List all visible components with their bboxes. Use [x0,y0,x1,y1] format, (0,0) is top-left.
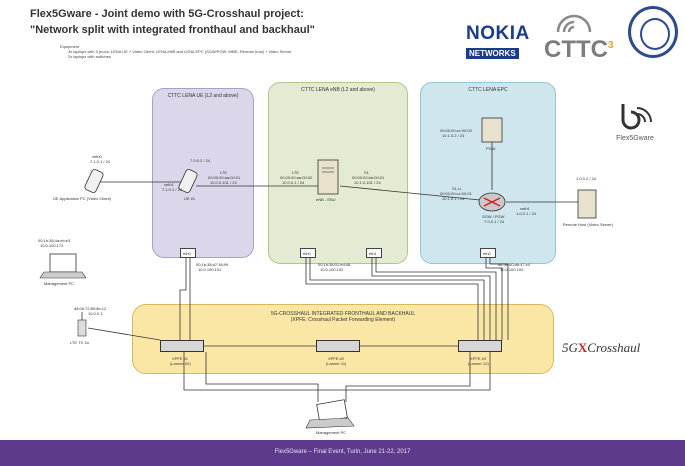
enb-lte-mac: 00:00:00:aa:00:02 [280,175,313,180]
pgw-label: PGW [486,146,496,151]
nokia-networks-label: NETWORKS [466,48,519,59]
xpfe-switch-3 [458,340,502,352]
link-1-mac: 00:1b:38:d7:36:99 [196,262,229,267]
xpfe-switch-1 [160,340,204,352]
flex5gware-icon [621,104,652,130]
enb-s1-label: S1 [364,170,369,175]
enb-lte-label: LTE [292,170,300,175]
lena-ue-label: CTTC LENA UE (L2 and above) [167,93,239,99]
crosshaul-subtitle: (XPFE: Crosshaul Packet Forwarding Eleme… [290,317,396,323]
management-pc-1-mac: 00:1b:38:4a:eb:e3 [38,238,71,243]
cttc-wordmark: CTTC3 [544,36,614,63]
management-pc-1-label: Management PC [44,281,75,286]
ue-app-veth-label: veth0 [92,154,102,159]
ue-address: 7.0.0.2 / 24 [190,158,211,163]
xpfe-3-sublabel: (Lanner 12) [468,361,489,366]
lena-epc-box: CTTC LENA EPC [420,82,556,264]
lena-epc-label: CTTC LENA EPC [468,87,508,93]
ue-veth-label: veth1 [164,182,174,187]
flex5gware-logo: Flex5Gware [605,100,665,142]
ue-lte-ip: 10.0.0.101 / 24 [210,180,237,185]
enb-s1-ip: 10.1.0.101 / 24 [354,180,381,185]
sgw-s1-ip: 10.1.0.1 / 24 [442,196,465,201]
university-seal-icon [628,6,678,58]
nokia-wordmark: NOKIA [466,23,530,44]
cttc-logo: CTTC3 [544,8,614,62]
page-title: Flex5Gware - Joint demo with 5G-Crosshau… [30,8,304,20]
xpfe-1-label: XPFE #1 [172,356,189,361]
remote-host-server-icon [577,189,597,219]
pgw-server-icon [481,117,503,143]
remote-host-address: 1.0.0.2 / 24 [576,176,597,181]
port-ue-eth0: eth0 [180,248,196,258]
footer-text: Flex5Gware – Final Event, Turin, June 21… [274,449,411,455]
sgw-s1-mac: 00:00:00:cc:00:01 [440,191,472,196]
ue-app-label: UE Application PC (Video Client) [53,196,111,201]
ue-lte-label: LTE [220,170,228,175]
sgw-label: SGW / PGW [482,214,505,219]
xpfe-2-label: XPFE #2 [328,356,345,361]
enb-lte-ip: 10.0.0.1 / 24 [282,180,305,185]
equipment-heading: Equipment [60,44,80,49]
ue-veth-address: 7.1.0.1 / 24 [162,187,183,192]
remote-host-label: Remote Host (Video Server) [562,222,614,227]
lte-ue-label: LTE TX 1a [70,340,89,345]
port-epc-eth0: eth0 [480,248,496,258]
ue-app-address: 7.1.0.1 / 24 [90,159,111,164]
xpfe-1-sublabel: (Lanner 00) [170,361,191,366]
link-3-ip: 10.0.100.100 [500,267,524,272]
equipment-line-2: 2x laptops with switches [68,54,111,59]
ue-phone-icon [178,169,198,193]
port-enb-eth0: eth0 [300,248,316,258]
sgw-ip: 7.0.0.1 / 24 [484,219,505,224]
pgw-ip: 10.1.0.2 / 24 [442,133,465,138]
crosshaul-title: 5G-CROSSHAUL INTEGRATED FRONTHAUL AND BA… [270,311,416,317]
management-laptop-1-icon [39,253,87,279]
page-subtitle: "Network split with integrated fronthaul… [30,24,315,36]
enb-name-label: eNB - EBU [316,197,336,202]
ue-app-phone-icon [84,169,104,193]
ue-id-label: UE #1 [184,196,196,201]
ue-lte-mac: 00:00:00:aa:00:01 [208,175,241,180]
sgw-router-icon [478,192,506,212]
lte-ue-ip: 10.0.0.1 [88,311,103,316]
nokia-logo: NOKIA NETWORKS [466,24,538,61]
lena-enb-label: CTTC LENA eNB (L2 and above) [301,87,375,93]
enb-server-icon [317,159,339,195]
5g-crosshaul-logo: 5GXCrosshaul [562,340,641,355]
link-2-ip: 10.0.100.102 [320,267,344,272]
management-laptop-2-icon [305,399,355,429]
footer-bar: Flex5Gware – Final Event, Turin, June 21… [0,440,685,466]
link-1-ip: 10.0.100.101 [198,267,222,272]
xpfe-2-sublabel: (Lanner 11) [326,361,347,366]
equipment-notes: Equipment 3x laptops with 3 procs: LENA … [60,44,292,59]
remote-veth-address: 1.0.0.1 / 24 [516,211,537,216]
lena-ue-box: CTTC LENA UE (L2 and above) [152,88,254,258]
equipment-line-1: 3x laptops with 3 procs: LENA UE + Video… [68,49,292,54]
management-pc-2-label: Management PC [316,430,347,435]
wifi-arcs-icon [556,14,592,33]
port-enb-eth1: eth1 [366,248,382,258]
management-pc-1-ip: 10.0.100.173 [40,243,64,248]
flex5gware-wordmark: Flex5Gware [616,135,654,142]
remote-veth-label: veth1 [520,206,530,211]
link-3-mac: a4:5e:60:db:47:c4 [498,262,531,267]
pgw-mac: 00:00:00:cc:00:00 [440,128,472,133]
xpfe-3-label: XPFE #3 [470,356,487,361]
enb-s1-mac: 00:00:00:bb:00:01 [352,175,385,180]
sgw-s1-label: S1-U [452,186,462,191]
link-2-mac: 00:1b:38:01:ed:48 [318,262,351,267]
xpfe-switch-2 [316,340,360,352]
lte-ue-mac: d8:0b:72:89:8b:12 [74,306,107,311]
lte-antenna-icon [77,312,87,337]
